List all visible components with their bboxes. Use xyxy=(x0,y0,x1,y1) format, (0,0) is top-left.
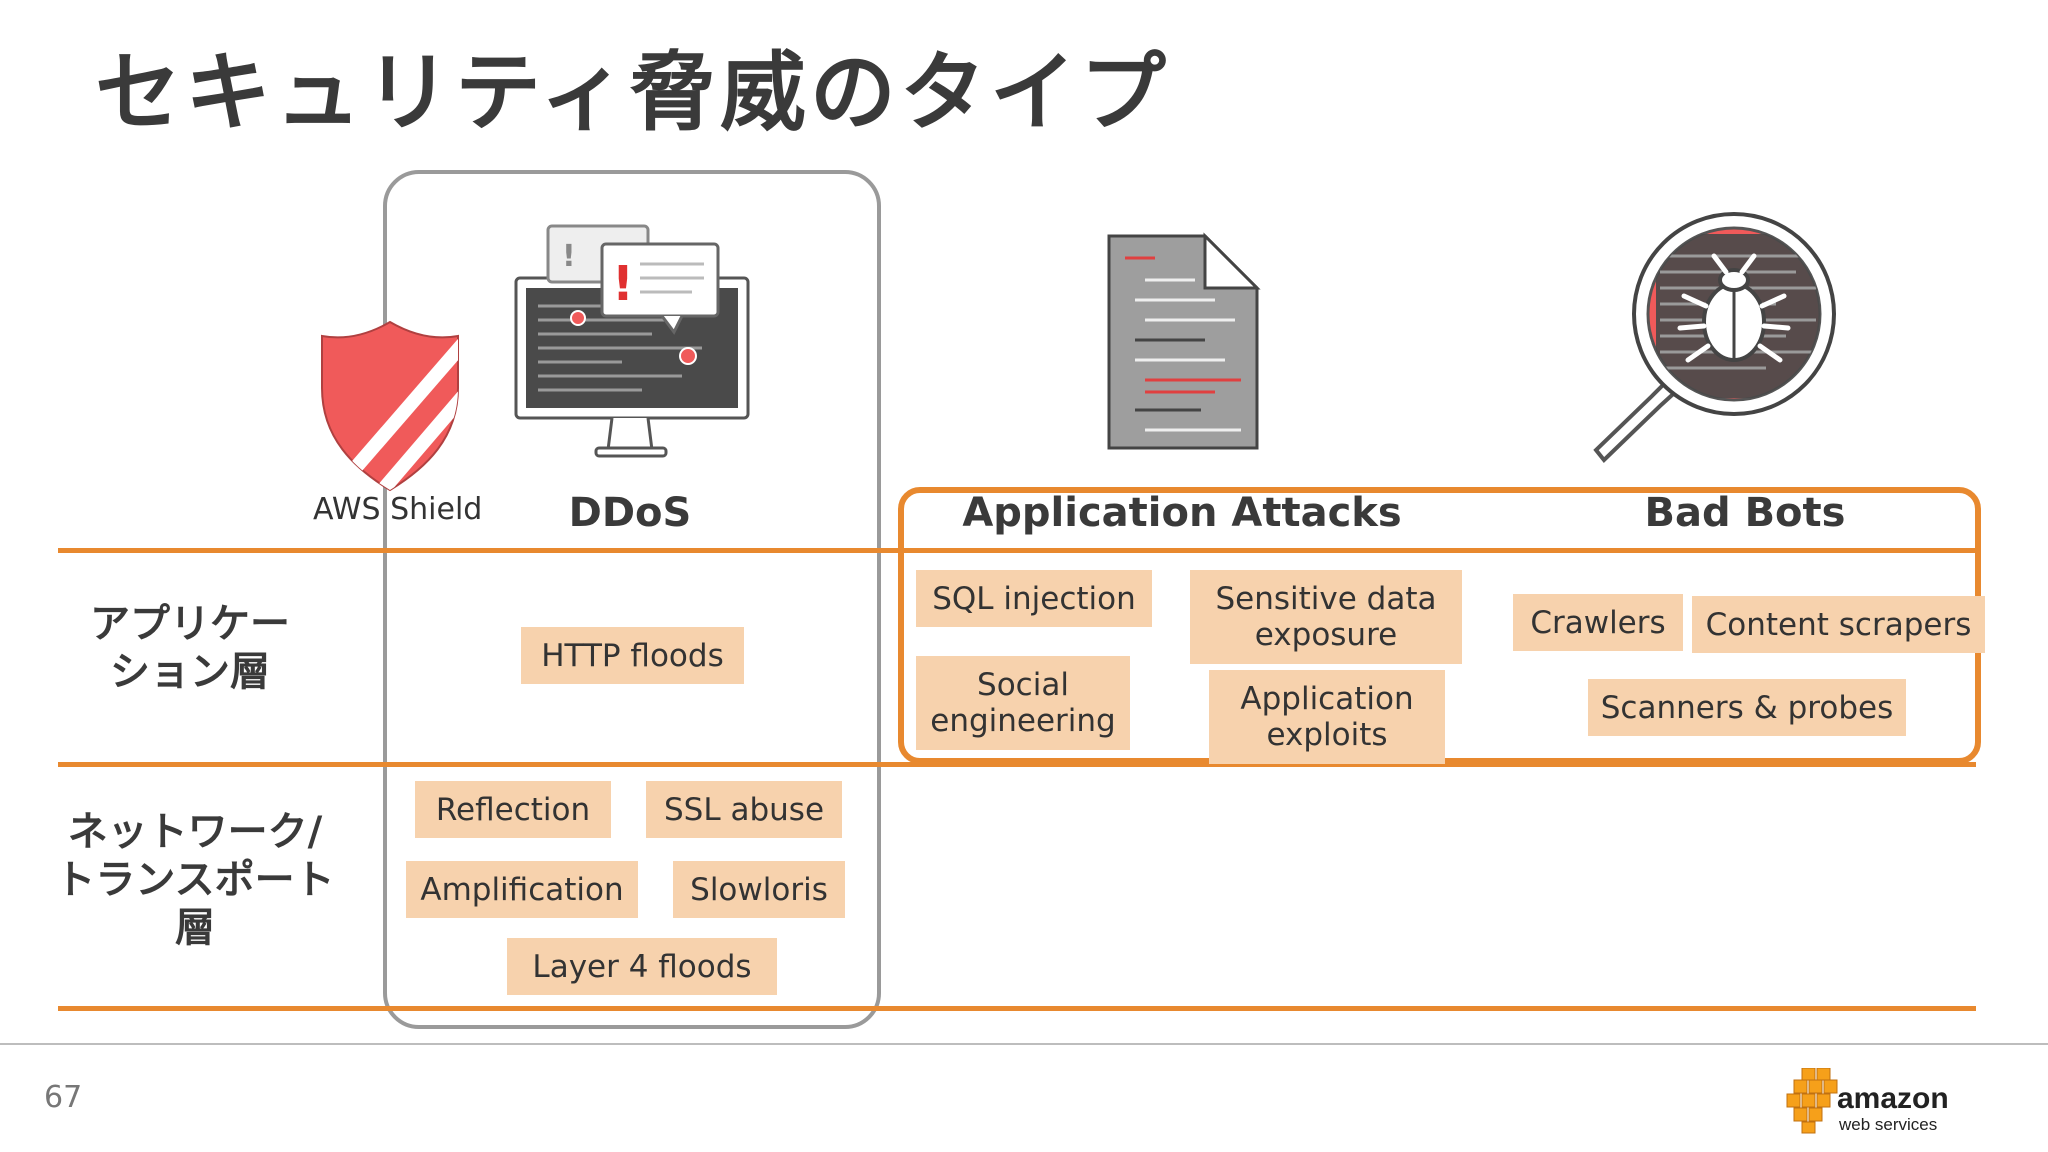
tag-sql-injection: SQL injection xyxy=(916,570,1152,627)
divider-middle xyxy=(58,762,1976,767)
tag-application-exploits: Application exploits xyxy=(1209,670,1445,764)
ddos-column-box xyxy=(383,170,881,1029)
tag-amplification: Amplification xyxy=(406,861,638,918)
column-header-bad-bots: Bad Bots xyxy=(1644,490,1846,536)
code-document-icon xyxy=(1107,232,1261,450)
tag-ssl-abuse: SSL abuse xyxy=(646,781,842,838)
tag-social-engineering: Social engineering xyxy=(916,656,1130,750)
column-header-application-attacks: Application Attacks xyxy=(962,490,1402,536)
aws-shield-label: AWS Shield xyxy=(313,492,483,527)
tag-reflection: Reflection xyxy=(415,781,611,838)
tag-sensitive-data-exposure: Sensitive data exposure xyxy=(1190,570,1462,664)
magnifier-bug-icon xyxy=(1593,212,1836,463)
row-label-application-layer: アプリケー ション層 xyxy=(90,601,290,695)
tag-http-floods: HTTP floods xyxy=(521,627,744,684)
tag-scanners-probes: Scanners & probes xyxy=(1588,679,1906,736)
svg-text:!: ! xyxy=(562,239,576,274)
column-header-ddos: DDoS xyxy=(568,490,692,536)
divider-bottom xyxy=(58,1006,1976,1011)
tag-layer4-floods: Layer 4 floods xyxy=(507,938,777,995)
aws-shield-icon xyxy=(321,320,459,492)
footer-divider xyxy=(0,1043,2048,1045)
svg-text:!: ! xyxy=(612,256,634,312)
page-number: 67 xyxy=(44,1080,83,1115)
row-label-network-transport-layer: ネットワーク/ トランスポート 層 xyxy=(55,809,335,951)
tag-slowloris: Slowloris xyxy=(673,861,845,918)
divider-top xyxy=(58,548,1976,553)
slide-title: セキュリティ脅威のタイプ xyxy=(95,43,1170,143)
aws-logo-sub: web services xyxy=(1838,1115,1937,1134)
tag-crawlers: Crawlers xyxy=(1513,594,1683,651)
monitor-alert-icon: ! ! xyxy=(514,224,750,458)
aws-logo: amazon web services xyxy=(1786,1068,1949,1134)
tag-content-scrapers: Content scrapers xyxy=(1692,596,1985,653)
aws-logo-brand: amazon xyxy=(1837,1082,1949,1115)
